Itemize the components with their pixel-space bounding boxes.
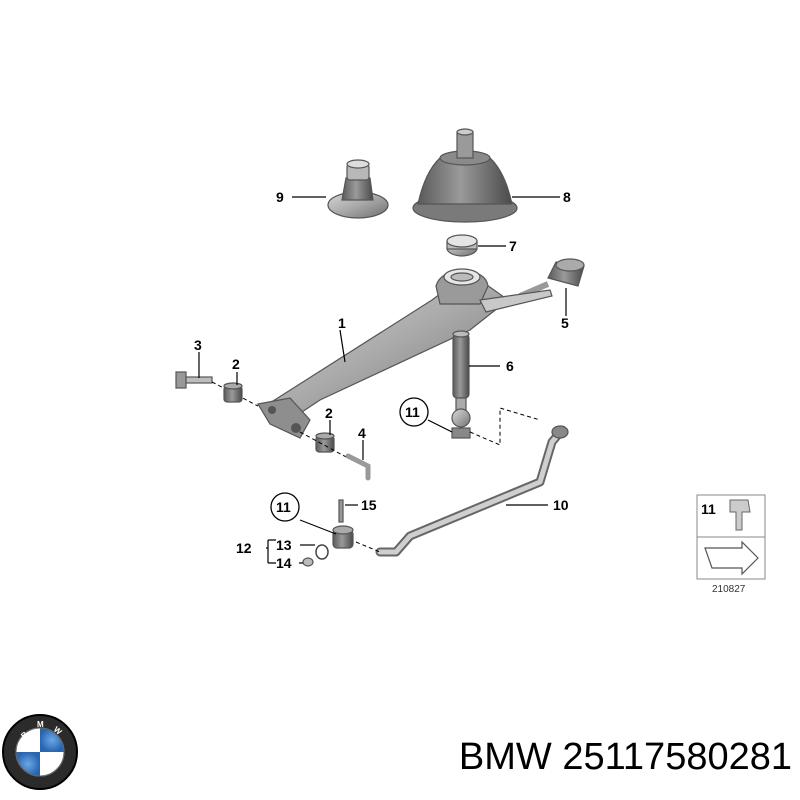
part-13-bushing bbox=[332, 525, 354, 549]
inset-callout-11: 11 bbox=[701, 501, 716, 517]
part-9-shift-boot-holder bbox=[327, 159, 389, 219]
callout-1: 1 bbox=[338, 315, 346, 331]
callout-11-upper: 11 bbox=[405, 404, 420, 420]
part-6-shift-rod bbox=[451, 330, 471, 439]
part-1-shift-lever bbox=[257, 268, 553, 439]
part-15-pin bbox=[338, 499, 344, 523]
callout-2-upper: 2 bbox=[232, 356, 240, 372]
part-14-washer bbox=[302, 544, 329, 567]
callout-4: 4 bbox=[358, 425, 366, 441]
svg-text:M: M bbox=[37, 720, 44, 729]
callout-12: 12 bbox=[236, 540, 252, 556]
part-2-bushing-upper bbox=[223, 382, 243, 403]
callout-3: 3 bbox=[194, 337, 202, 353]
callout-10: 10 bbox=[553, 497, 569, 513]
callout-15: 15 bbox=[361, 497, 377, 513]
part-4-pin bbox=[345, 453, 371, 481]
inset-code: 210827 bbox=[712, 584, 746, 595]
callout-13: 13 bbox=[276, 537, 292, 553]
callout-5: 5 bbox=[561, 315, 569, 331]
part-3-bolt bbox=[175, 371, 213, 389]
part-7-nut bbox=[446, 234, 478, 257]
svg-text:W: W bbox=[52, 725, 64, 737]
callout-14: 14 bbox=[276, 555, 292, 571]
part-5-bushing bbox=[518, 258, 585, 299]
callout-2-lower: 2 bbox=[325, 405, 333, 421]
part-10-shift-linkage-rod bbox=[375, 425, 569, 557]
svg-text:B: B bbox=[19, 730, 29, 741]
callout-7: 7 bbox=[509, 238, 517, 254]
part-number-caption: BMW 25117580281 bbox=[458, 736, 792, 778]
callout-6: 6 bbox=[506, 358, 514, 374]
part-8-rubber-gaiter bbox=[412, 128, 518, 223]
callout-8: 8 bbox=[563, 189, 571, 205]
callout-11-lower: 11 bbox=[276, 499, 291, 515]
callout-9: 9 bbox=[276, 189, 284, 205]
inset-detail: 11 210827 bbox=[696, 494, 766, 595]
bmw-logo: B M W bbox=[2, 714, 78, 790]
